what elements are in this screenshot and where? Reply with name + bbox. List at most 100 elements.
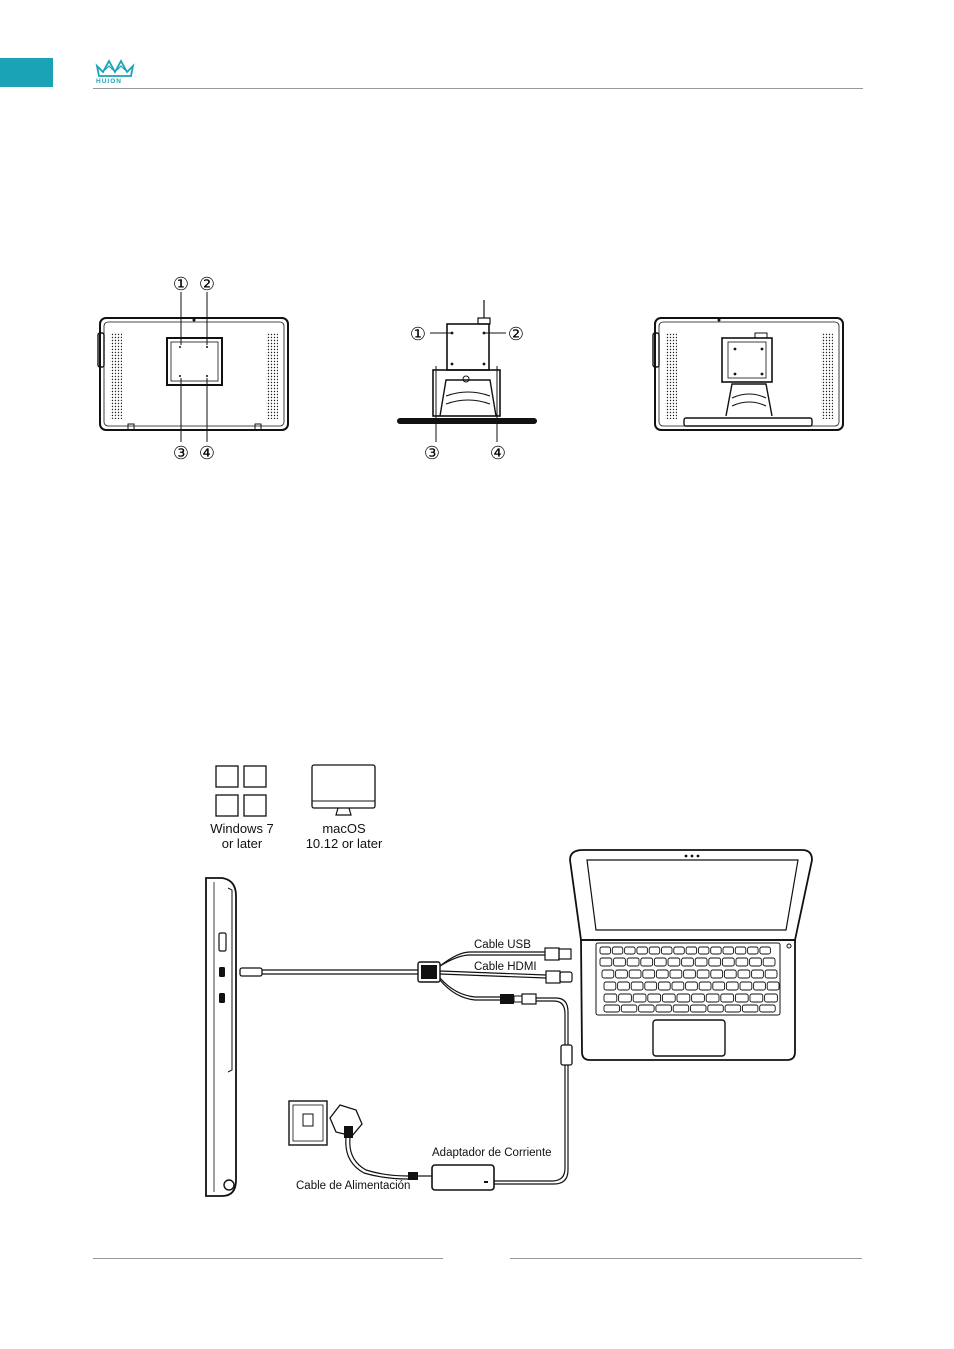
- stand-mark-3: ③: [424, 443, 440, 463]
- keyboard-key: [723, 969, 737, 979]
- keyboard-key: [669, 969, 683, 979]
- keyboard-key: [632, 993, 647, 1003]
- keyboard-key: [618, 993, 632, 1003]
- keyboard-key: [655, 969, 669, 979]
- keyboard-key: [764, 993, 778, 1003]
- keyboard-key: [624, 946, 636, 955]
- keyboard-key: [739, 981, 753, 991]
- keyboard-key: [749, 993, 764, 1003]
- keyboard-key: [722, 946, 734, 955]
- stand-mark-4: ④: [490, 443, 506, 463]
- keyboard-key: [676, 993, 691, 1003]
- keyboard-key: [599, 957, 613, 967]
- power-cable-label: Cable de Alimentación: [296, 1180, 411, 1192]
- header-rule: [93, 88, 863, 89]
- keyboard-key: [644, 981, 658, 991]
- vesa-mark-2: ②: [199, 274, 215, 294]
- keyboard-key: [724, 1004, 742, 1013]
- keyboard-key: [751, 969, 764, 979]
- vesa-mark-3: ③: [173, 443, 189, 463]
- windows-logo-icon: [215, 765, 267, 817]
- tablet-back-left: ① ② ③ ④: [97, 274, 289, 463]
- keyboard-key: [759, 946, 771, 955]
- keyboard-key: [710, 946, 722, 955]
- keyboard-key: [698, 981, 712, 991]
- keyboard-key: [611, 946, 624, 955]
- keyboard-key: [710, 969, 724, 979]
- keyboard-key: [661, 993, 676, 1003]
- keyboard-key: [685, 946, 698, 955]
- keyboard-key: [721, 957, 735, 967]
- keyboard-key: [690, 1004, 707, 1013]
- keyboard-key: [661, 946, 673, 955]
- keyboard-key: [685, 981, 698, 991]
- keyboard-key: [720, 993, 735, 1003]
- keyboard-key: [653, 957, 667, 967]
- huion-logo-icon: [95, 59, 135, 77]
- os-windows-label: Windows 7 or later: [210, 821, 274, 851]
- footer-rule-left: [93, 1258, 443, 1259]
- keyboard-key: [655, 1004, 672, 1013]
- keyboard-key: [671, 981, 685, 991]
- keyboard-key: [712, 981, 726, 991]
- three-in-one-cable: [239, 947, 573, 1185]
- keyboard-key: [735, 957, 749, 967]
- keyboard-key: [725, 981, 739, 991]
- keyboard-key: [737, 969, 751, 979]
- keyboard-key: [741, 1004, 759, 1013]
- keyboard-key: [603, 981, 617, 991]
- keyboard-key: [766, 981, 780, 991]
- power-adapter: [408, 1164, 495, 1191]
- keyboard-key: [749, 957, 762, 967]
- keyboard-key: [603, 1004, 620, 1013]
- stand-mark-2: ②: [508, 324, 524, 344]
- keyboard-key: [647, 993, 662, 1003]
- keyboard-key: [691, 993, 705, 1003]
- keyboard-key: [753, 981, 766, 991]
- keyboard-key: [708, 957, 722, 967]
- keyboard-key: [648, 946, 661, 955]
- wall-socket: [288, 1100, 328, 1146]
- vesa-mark-4: ④: [199, 443, 215, 463]
- keyboard-key: [694, 957, 708, 967]
- keyboard-key: [734, 946, 747, 955]
- laptop: [569, 849, 813, 1061]
- keyboard-key: [759, 1004, 776, 1013]
- keyboard-key: [617, 981, 630, 991]
- keyboard-key: [681, 957, 694, 967]
- keyboard-key: [705, 993, 720, 1003]
- keyboard-key: [636, 946, 648, 955]
- vesa-mount-figure: ① ② ③ ④ ① ② ③ ④: [97, 274, 844, 463]
- mac-monitor-icon: [311, 764, 376, 816]
- keyboard-key: [734, 993, 749, 1003]
- keyboard-key: [640, 957, 654, 967]
- keyboard-key: [638, 1004, 655, 1013]
- keyboard-key: [628, 969, 642, 979]
- keyboard-key: [696, 969, 710, 979]
- keyboard-key: [672, 1004, 690, 1013]
- brand-wordmark: HUION: [96, 78, 122, 85]
- keyboard-key: [620, 1004, 638, 1013]
- keyboard-key: [683, 969, 696, 979]
- tablet-back-with-stand: [652, 317, 844, 431]
- page-tab-marker: [0, 58, 53, 87]
- keyboard-key: [762, 957, 776, 967]
- cable-usb-label: Cable USB: [474, 939, 531, 951]
- keyboard-key: [673, 946, 685, 955]
- keyboard-key: [599, 946, 611, 955]
- vesa-mark-1: ①: [173, 274, 189, 294]
- os-mac-label: macOS 10.12 or later: [305, 821, 383, 851]
- keyboard-key: [707, 1004, 724, 1013]
- keyboard-key: [626, 957, 640, 967]
- keyboard-key: [603, 993, 618, 1003]
- cable-hdmi-label: Cable HDMI: [474, 961, 537, 973]
- stand-bracket: ① ② ③ ④: [397, 300, 537, 463]
- uk-power-plug: [329, 1104, 409, 1180]
- keyboard-key: [657, 981, 671, 991]
- keyboard-key: [601, 969, 615, 979]
- pen-display-side-view: [205, 877, 237, 1197]
- keyboard-key: [613, 957, 626, 967]
- keyboard-key: [615, 969, 628, 979]
- keyboard-key: [630, 981, 644, 991]
